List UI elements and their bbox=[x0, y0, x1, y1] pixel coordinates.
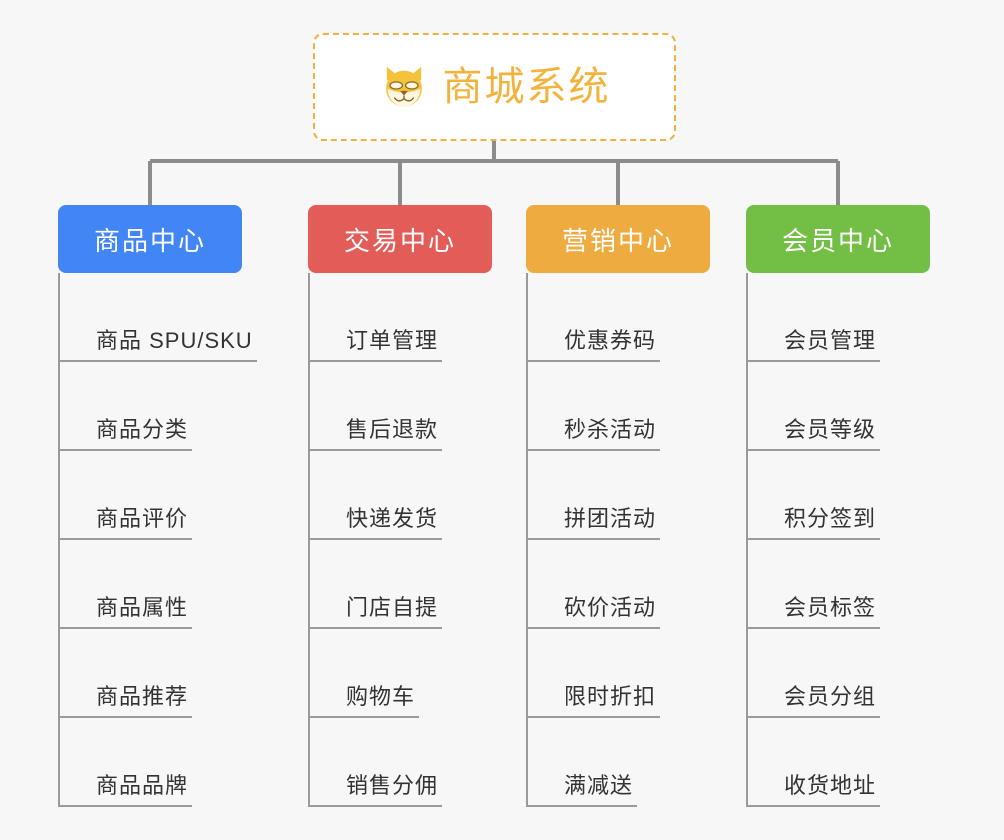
list-item[interactable]: 会员管理 bbox=[746, 273, 930, 362]
leaf-label: 收货地址 bbox=[780, 773, 881, 807]
list-item[interactable]: 商品属性 bbox=[58, 540, 242, 629]
category-box-3[interactable]: 营销中心 bbox=[526, 205, 710, 273]
leaf-list-4: 会员管理 会员等级 积分签到 会员标签 会员分组 收货地址 bbox=[746, 273, 930, 807]
category-box-1[interactable]: 商品中心 bbox=[58, 205, 242, 273]
leaf-label: 拼团活动 bbox=[560, 506, 661, 540]
list-item[interactable]: 订单管理 bbox=[308, 273, 492, 362]
category-label-2: 交易中心 bbox=[343, 225, 456, 256]
list-item[interactable]: 拼团活动 bbox=[526, 451, 710, 540]
list-item[interactable]: 秒杀活动 bbox=[526, 362, 710, 451]
root-node-label: 商城系统 bbox=[442, 65, 611, 109]
list-item[interactable]: 限时折扣 bbox=[526, 629, 710, 718]
branch-column-3: 营销中心 优惠券码 秒杀活动 拼团活动 砍价活动 限时折扣 满减送 bbox=[526, 205, 710, 807]
leaf-label: 会员分组 bbox=[780, 684, 881, 718]
leaf-label: 销售分佣 bbox=[342, 773, 443, 807]
list-item[interactable]: 会员分组 bbox=[746, 629, 930, 718]
leaf-label: 会员管理 bbox=[780, 328, 881, 362]
leaf-label: 商品 SPU/SKU bbox=[92, 328, 257, 362]
category-label-3: 营销中心 bbox=[561, 225, 674, 256]
leaf-label: 砍价活动 bbox=[560, 595, 661, 629]
list-item[interactable]: 会员标签 bbox=[746, 540, 930, 629]
list-item[interactable]: 商品评价 bbox=[58, 451, 242, 540]
leaf-label: 优惠券码 bbox=[560, 328, 661, 362]
leaf-label: 订单管理 bbox=[342, 328, 443, 362]
root-node-mall-system[interactable]: 商城系统 bbox=[313, 33, 676, 141]
leaf-label: 售后退款 bbox=[342, 417, 443, 451]
list-item[interactable]: 商品 SPU/SKU bbox=[58, 273, 257, 362]
leaf-label: 商品评价 bbox=[92, 506, 193, 540]
list-item[interactable]: 销售分佣 bbox=[308, 718, 492, 807]
leaf-label: 商品推荐 bbox=[92, 684, 193, 718]
branch-column-1: 商品中心 商品 SPU/SKU 商品分类 商品评价 商品属性 商品推荐 商品品牌 bbox=[58, 205, 257, 807]
list-item[interactable]: 积分签到 bbox=[746, 451, 930, 540]
list-item[interactable]: 商品推荐 bbox=[58, 629, 242, 718]
branch-column-2: 交易中心 订单管理 售后退款 快递发货 门店自提 购物车 销售分佣 bbox=[308, 205, 492, 807]
leaf-label: 门店自提 bbox=[342, 595, 443, 629]
leaf-label: 积分签到 bbox=[780, 506, 881, 540]
category-box-2[interactable]: 交易中心 bbox=[308, 205, 492, 273]
leaf-label: 商品品牌 bbox=[92, 773, 193, 807]
list-item[interactable]: 砍价活动 bbox=[526, 540, 710, 629]
list-item[interactable]: 快递发货 bbox=[308, 451, 492, 540]
list-item[interactable]: 会员等级 bbox=[746, 362, 930, 451]
list-item[interactable]: 满减送 bbox=[526, 718, 710, 807]
list-item[interactable]: 收货地址 bbox=[746, 718, 930, 807]
leaf-list-1: 商品 SPU/SKU 商品分类 商品评价 商品属性 商品推荐 商品品牌 bbox=[58, 273, 257, 807]
list-item[interactable]: 售后退款 bbox=[308, 362, 492, 451]
shiba-dog-face-icon bbox=[385, 66, 422, 109]
list-item[interactable]: 商品品牌 bbox=[58, 718, 242, 807]
leaf-label: 会员等级 bbox=[780, 417, 881, 451]
category-label-4: 会员中心 bbox=[781, 225, 894, 256]
branch-column-4: 会员中心 会员管理 会员等级 积分签到 会员标签 会员分组 收货地址 bbox=[746, 205, 930, 807]
list-item[interactable]: 商品分类 bbox=[58, 362, 242, 451]
list-item[interactable]: 优惠券码 bbox=[526, 273, 710, 362]
leaf-label: 秒杀活动 bbox=[560, 417, 661, 451]
category-label-1: 商品中心 bbox=[93, 225, 206, 256]
leaf-label: 满减送 bbox=[560, 773, 638, 807]
list-item[interactable]: 购物车 bbox=[308, 629, 492, 718]
leaf-label: 会员标签 bbox=[780, 595, 881, 629]
category-box-4[interactable]: 会员中心 bbox=[746, 205, 930, 273]
leaf-label: 商品属性 bbox=[92, 595, 193, 629]
leaf-label: 限时折扣 bbox=[560, 684, 661, 718]
leaf-list-2: 订单管理 售后退款 快递发货 门店自提 购物车 销售分佣 bbox=[308, 273, 492, 807]
list-item[interactable]: 门店自提 bbox=[308, 540, 492, 629]
leaf-list-3: 优惠券码 秒杀活动 拼团活动 砍价活动 限时折扣 满减送 bbox=[526, 273, 710, 807]
leaf-label: 快递发货 bbox=[342, 506, 443, 540]
leaf-label: 购物车 bbox=[342, 684, 420, 718]
leaf-label: 商品分类 bbox=[92, 417, 193, 451]
